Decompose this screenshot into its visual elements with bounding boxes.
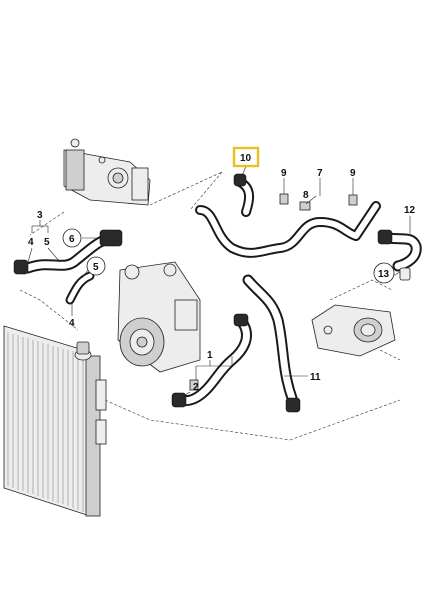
svg-text:12: 12 (404, 205, 416, 216)
callout-5-upper: 5 (44, 237, 50, 248)
radiator (3, 325, 107, 517)
fitting-8 (299, 201, 311, 211)
hose-4-lower (65, 271, 95, 305)
svg-text:2: 2 (193, 382, 199, 393)
svg-text:1: 1 (207, 350, 213, 361)
svg-text:11: 11 (310, 372, 321, 383)
svg-text:8: 8 (303, 190, 309, 201)
svg-text:6: 6 (69, 234, 75, 245)
svg-text:9: 9 (281, 168, 287, 179)
thermostat-housing (63, 138, 151, 206)
svg-text:10: 10 (240, 153, 252, 164)
hose-long-upper (195, 201, 381, 258)
callout-9-right: 9 (350, 168, 356, 179)
screw-2 (189, 379, 199, 391)
callout-2: 2 (193, 382, 199, 393)
callout-9-left: 9 (281, 168, 287, 179)
callout-10-highlighted: 10 (232, 146, 260, 168)
svg-text:9: 9 (350, 168, 356, 179)
svg-text:3: 3 (37, 210, 43, 221)
hose-clamp (285, 397, 301, 413)
hose-12 (377, 229, 422, 272)
callout-1: 1 (207, 350, 213, 361)
callout-6: 6 (62, 228, 82, 248)
hose-clamp (233, 313, 249, 327)
screw-9b (348, 194, 358, 206)
fittings (189, 193, 411, 391)
hose-3-4-5 (13, 229, 123, 275)
callout-13: 13 (373, 262, 395, 284)
svg-text:13: 13 (378, 269, 390, 280)
screw-9 (279, 193, 289, 205)
callout-4-lower: 4 (69, 318, 75, 329)
leader-lines (27, 165, 411, 399)
callout-11: 11 (310, 372, 321, 383)
svg-text:5: 5 (93, 262, 99, 273)
callout-4-upper: 4 (28, 237, 34, 248)
hose-1-2 (171, 313, 252, 408)
hose-11 (242, 274, 301, 413)
callout-7: 7 (317, 168, 323, 179)
hose-clamp (13, 259, 29, 275)
auxiliary-pump (311, 304, 396, 357)
callout-8: 8 (303, 190, 309, 201)
hose-10 (233, 173, 255, 217)
svg-text:5: 5 (44, 237, 50, 248)
svg-text:4: 4 (69, 318, 75, 329)
hose-clamp (233, 173, 247, 187)
svg-text:7: 7 (317, 168, 323, 179)
hose-clamp (171, 392, 187, 408)
svg-text:4: 4 (28, 237, 34, 248)
callout-5-mid: 5 (86, 256, 106, 276)
callout-3: 3 (37, 210, 43, 221)
water-pump (117, 261, 201, 373)
plug-13 (399, 267, 411, 281)
callout-12: 12 (404, 205, 416, 216)
hose-clamp (377, 229, 393, 245)
